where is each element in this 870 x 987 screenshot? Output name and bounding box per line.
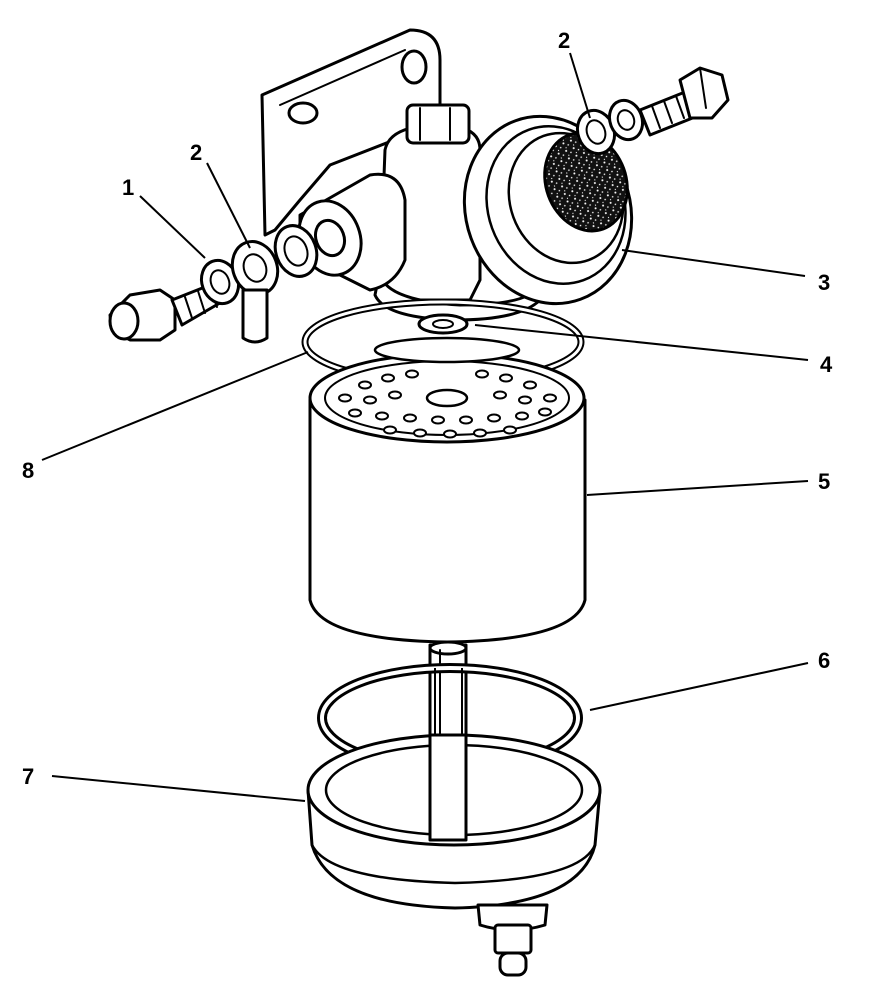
callout-6: 6 [818, 648, 830, 673]
sediment-bowl [306, 733, 602, 910]
primer-pump-cover [462, 114, 634, 306]
callout-7: 7 [22, 764, 34, 789]
callout-5: 5 [818, 469, 830, 494]
right-banjo-bolt [638, 66, 730, 137]
leader-lines [41, 52, 809, 802]
right-sealing-washers [575, 98, 645, 156]
callout-2-left: 2 [190, 140, 202, 165]
callout-1: 1 [122, 175, 134, 200]
filter-element [308, 336, 587, 644]
banjo-fitting [230, 240, 280, 344]
mounting-bracket [260, 28, 442, 237]
callout-8: 8 [22, 458, 34, 483]
inlet-port [297, 172, 407, 292]
drain-plug [476, 903, 549, 977]
primer-button [543, 131, 629, 233]
callout-2-right: 2 [558, 28, 570, 53]
head-gasket [417, 313, 469, 335]
callout-3: 3 [818, 270, 830, 295]
filter-perforations [338, 369, 557, 439]
callout-labels: 1 2 2 3 4 5 6 7 8 [22, 28, 833, 789]
callout-4: 4 [820, 352, 833, 377]
left-sealing-washer-outer [273, 224, 319, 278]
